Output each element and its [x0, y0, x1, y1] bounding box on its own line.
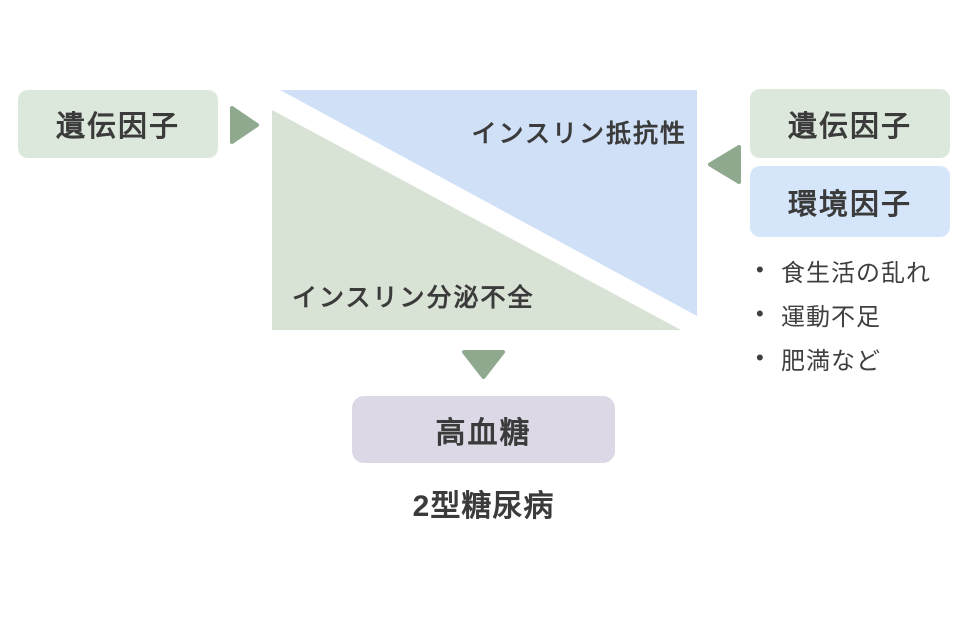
hyperglycemia-box: 高血糖 [352, 396, 615, 463]
insulin-resistance-label: インスリン抵抗性 [471, 120, 687, 148]
environmental-factor-label: 環境因子 [787, 188, 912, 221]
genetic-factor-left-label: 遺伝因子 [55, 111, 180, 143]
arrow-down-shape [462, 350, 505, 379]
type2-diabetes-label: 2型糖尿病 [412, 490, 555, 523]
hyperglycemia-label: 高血糖 [435, 416, 532, 450]
insulin-secretion-deficiency-label: インスリン分泌不全 [292, 284, 535, 312]
insulin-balance-diagram: インスリン抵抗性 インスリン分泌不全 [272, 90, 697, 330]
bullet-icon: • [756, 345, 765, 370]
list-item-label: 運動不足 [781, 303, 881, 331]
insulin-secretion-triangle-shape [272, 110, 681, 330]
environmental-factor-box: 環境因子 [750, 166, 950, 237]
list-item: • 運動不足 [750, 292, 968, 336]
insulin-balance-triangles [272, 90, 697, 330]
list-item-label: 肥満など [781, 347, 881, 375]
bullet-icon: • [756, 257, 765, 282]
list-item: • 食生活の乱れ [750, 248, 968, 292]
genetic-factor-right-label: 遺伝因子 [787, 110, 912, 143]
genetic-factor-right-box: 遺伝因子 [750, 89, 950, 158]
arrow-right-icon [230, 106, 259, 144]
arrow-down-icon [462, 350, 505, 379]
arrow-left-shape [708, 145, 741, 184]
list-item: • 肥満など [750, 336, 968, 380]
list-item-label: 食生活の乱れ [781, 259, 931, 287]
genetic-factor-left-box: 遺伝因子 [18, 90, 218, 158]
environmental-factor-list: • 食生活の乱れ • 運動不足 • 肥満など [750, 248, 968, 380]
insulin-resistance-triangle-shape [280, 90, 697, 316]
arrow-left-icon [708, 145, 741, 184]
arrow-right-shape [230, 106, 259, 144]
bullet-icon: • [756, 301, 765, 326]
